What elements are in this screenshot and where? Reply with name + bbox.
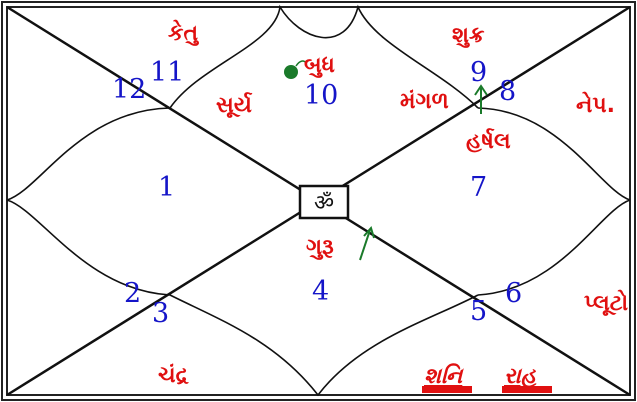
planet-guru: ગુરૂ <box>306 235 334 260</box>
house-number-7: 7 <box>470 172 487 203</box>
planet-ketu: કેતુ <box>168 19 199 47</box>
planet-surya: સૂર્ય <box>216 92 253 118</box>
planet-shani: શનિ <box>424 363 464 389</box>
green-up-arrow-icon <box>359 225 375 261</box>
bottom-petal <box>169 294 479 397</box>
rahu-underline-bar <box>502 386 552 393</box>
shani-underline-bar <box>422 386 472 393</box>
house-number-11: 11 <box>150 57 184 88</box>
right-petal <box>477 107 631 296</box>
house-number-9: 9 <box>470 57 487 88</box>
top-petal <box>169 4 479 109</box>
house-number-6: 6 <box>505 278 522 309</box>
green-bomb-icon <box>284 60 307 79</box>
house-number-5: 5 <box>470 296 487 327</box>
house-number-12: 12 <box>112 74 146 105</box>
planet-mangal: મંગળ <box>400 89 449 114</box>
house-number-4: 4 <box>312 276 329 307</box>
house-number-3: 3 <box>152 298 169 329</box>
planet-chandra: ચંદ્ર <box>158 363 190 388</box>
planet-budh: બુધ <box>304 53 335 78</box>
planet-nep: નેપ. <box>576 91 615 118</box>
om-symbol: ॐ <box>314 191 334 216</box>
planet-harshal: હર્ષલ <box>466 128 511 154</box>
planet-pluto: પ્લૂટો <box>584 289 629 316</box>
house-number-2: 2 <box>124 278 141 309</box>
house-number-1: 1 <box>158 172 175 203</box>
house-number-8: 8 <box>499 76 516 107</box>
green-up-arrow-icon <box>474 84 488 114</box>
planet-shukra: શુક્ર <box>452 23 485 48</box>
center-box <box>298 184 350 220</box>
left-petal <box>6 107 171 296</box>
house-number-10: 10 <box>304 80 338 111</box>
